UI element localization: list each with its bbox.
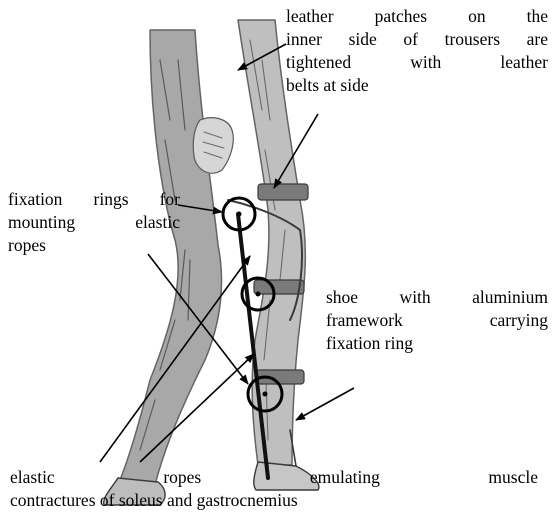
label-fixation-line-1: fixation rings for [8, 188, 180, 211]
label-leather-line-3: tightened with leather [286, 51, 548, 74]
label-leather-line-4: belts at side [286, 74, 548, 97]
label-fixation-line-3: ropes [8, 234, 180, 257]
label-elastic-line-1: elastic ropes emulating muscle [10, 466, 538, 489]
label-shoe-framework: shoe with aluminium framework carrying f… [326, 286, 548, 355]
label-fixation-rings: fixation rings for mounting elastic rope… [8, 188, 180, 257]
label-shoe-line-2: framework carrying [326, 309, 548, 332]
label-leather-line-2: inner side of trousers are [286, 28, 548, 51]
label-shoe-line-3: fixation ring [326, 332, 548, 355]
label-shoe-line-1: shoe with aluminium [326, 286, 548, 309]
arrow-rope-upper [100, 256, 250, 462]
leather-belt-upper [258, 184, 308, 200]
label-fixation-line-2: mounting elastic [8, 211, 180, 234]
rear-leg-trousers [120, 30, 222, 485]
leather-belt-middle [254, 280, 304, 294]
label-elastic-line-2: contractures of soleus and gastrocnemius [10, 489, 538, 512]
label-elastic-ropes: elastic ropes emulating muscle contractu… [10, 466, 538, 512]
arrow-shoe-framework [296, 388, 354, 420]
label-leather-line-1: leather patches on the [286, 5, 548, 28]
label-leather-patches: leather patches on the inner side of tro… [286, 5, 548, 97]
